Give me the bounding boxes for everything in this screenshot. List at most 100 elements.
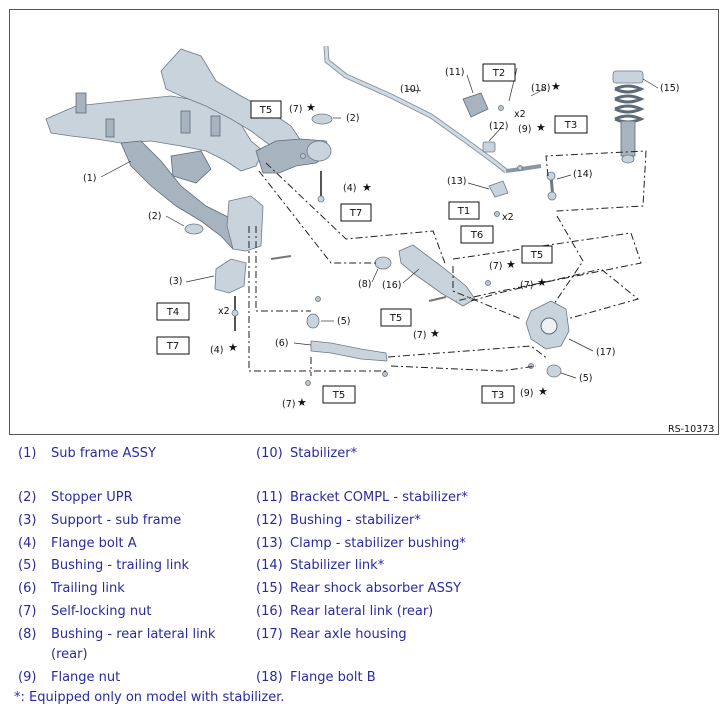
star-7d-icon: ★ — [430, 327, 440, 340]
legend-text: Stopper UPR — [51, 490, 133, 505]
legend-num: (2) — [18, 490, 37, 505]
legend-num: (11) — [256, 490, 283, 505]
torque-box-t1: T1 — [448, 201, 480, 220]
star-7a-icon: ★ — [306, 101, 316, 114]
callout-2b: (2) — [346, 113, 359, 124]
callout-7e: (7) — [282, 399, 295, 410]
svg-text:T7: T7 — [349, 208, 362, 219]
svg-text:T4: T4 — [166, 307, 179, 318]
callout-6: (6) — [275, 338, 288, 349]
bracket-compl-stabilizer-part — [462, 92, 489, 118]
legend-text: Rear lateral link (rear) — [290, 604, 434, 619]
legend-num: (12) — [256, 513, 283, 528]
legend-num: (8) — [18, 627, 37, 642]
svg-text:T5: T5 — [530, 250, 543, 261]
sub-frame-assy-part — [45, 48, 332, 252]
legend-num: (5) — [18, 558, 37, 573]
svg-text:T5: T5 — [259, 105, 272, 116]
callout-9b: (9) — [520, 388, 533, 399]
torque-box-t3-bottom: T3 — [481, 385, 515, 404]
legend-num: (16) — [256, 604, 283, 619]
torque-box-t5-middle: T5 — [380, 308, 412, 327]
callout-8: (8) — [358, 279, 371, 290]
footnote: *: Equipped only on model with stabilize… — [14, 690, 285, 705]
stopper-upr-b-part — [184, 223, 204, 235]
svg-text:T3: T3 — [491, 390, 504, 401]
legend-num: (18) — [256, 670, 283, 685]
legend-num: (17) — [256, 627, 283, 642]
torque-box-t4: T4 — [156, 302, 190, 321]
callout-7d: (7) — [413, 330, 426, 341]
legend-num: (15) — [256, 581, 283, 596]
multiplier-x2-t1: x2 — [502, 212, 514, 223]
legend-text: Rear shock absorber ASSY — [290, 581, 462, 596]
callout-2a: (2) — [148, 211, 161, 222]
clamp-stabilizer-bushing-part — [488, 180, 509, 198]
svg-text:T6: T6 — [470, 230, 483, 241]
legend-num: (9) — [18, 670, 37, 685]
callout-7b: (7) — [489, 261, 502, 272]
torque-box-t5-right: T5 — [521, 245, 553, 264]
legend-text: Bushing - trailing link — [51, 558, 190, 573]
star-9b-icon: ★ — [538, 385, 548, 398]
legend-num: (7) — [18, 604, 37, 619]
svg-text:T7: T7 — [166, 341, 179, 352]
legend-text: Flange bolt B — [290, 670, 376, 685]
svg-text:T3: T3 — [564, 120, 577, 131]
callout-12: (12) — [489, 121, 509, 132]
torque-box-t7-top: T7 — [340, 203, 372, 222]
bushing-stabilizer-part — [482, 141, 496, 153]
star-7e-icon: ★ — [297, 396, 307, 409]
legend-text: Bushing - stabilizer* — [290, 513, 421, 528]
stopper-upr-a-part — [311, 113, 333, 125]
callout-9a: (9) — [518, 124, 531, 135]
legend-text: Flange bolt A — [51, 536, 137, 551]
legend-text: Flange nut — [51, 670, 121, 685]
callout-7a: (7) — [289, 104, 302, 115]
legend-text: Self-locking nut — [51, 604, 152, 619]
callout-18: (18) — [531, 83, 551, 94]
svg-text:T2: T2 — [492, 68, 505, 79]
legend-text: Bracket COMPL - stabilizer* — [290, 490, 468, 505]
legend-text: Stabilizer link* — [290, 558, 385, 573]
legend-num: (3) — [18, 513, 37, 528]
callout-1: (1) — [83, 173, 96, 184]
multiplier-x2-t4: x2 — [218, 306, 230, 317]
legend-text: Support - sub frame — [51, 513, 182, 528]
bushing-rear-lateral-link-part — [374, 256, 392, 270]
support-sub-frame-part — [214, 258, 247, 294]
trailing-link-part — [310, 340, 388, 362]
callout-15: (15) — [660, 83, 680, 94]
legend-text: Trailing link — [51, 581, 125, 596]
legend-text: Clamp - stabilizer bushing* — [290, 536, 466, 551]
legend-num: (4) — [18, 536, 37, 551]
legend-num: (1) — [18, 446, 37, 461]
torque-box-t5-top: T5 — [250, 100, 282, 119]
multiplier-x2-t2: x2 — [514, 109, 526, 120]
star-4a-icon: ★ — [362, 181, 372, 194]
bushing-trailing-link-part — [306, 313, 320, 329]
callout-5b: (5) — [579, 373, 592, 384]
star-4b-icon: ★ — [228, 341, 238, 354]
rear-shock-absorber-part — [612, 70, 645, 164]
legend-text: Stabilizer* — [290, 446, 358, 461]
callout-11: (11) — [445, 67, 465, 78]
star-9a-icon: ★ — [536, 121, 546, 134]
star-7b-icon: ★ — [506, 258, 516, 271]
svg-text:T5: T5 — [332, 390, 345, 401]
assembly-guide-lines — [248, 150, 647, 376]
callout-10: (10) — [400, 84, 420, 95]
callout-5a: (5) — [337, 316, 350, 327]
callout-3: (3) — [169, 276, 182, 287]
callout-4a: (4) — [343, 183, 356, 194]
callout-13: (13) — [447, 176, 467, 187]
legend-text: Rear axle housing — [290, 627, 407, 642]
exploded-diagram: (1) (2) (2) (3) (4) ★ (4) ★ (5) (5) (6) … — [45, 45, 714, 434]
torque-box-t6: T6 — [460, 225, 494, 244]
torque-box-t3-top: T3 — [554, 115, 588, 134]
legend-num: (13) — [256, 536, 283, 551]
callout-4b: (4) — [210, 345, 223, 356]
star-18-icon: ★ — [551, 80, 561, 93]
flange-bolt-a-parts — [231, 171, 325, 331]
legend-num: (14) — [256, 558, 283, 573]
